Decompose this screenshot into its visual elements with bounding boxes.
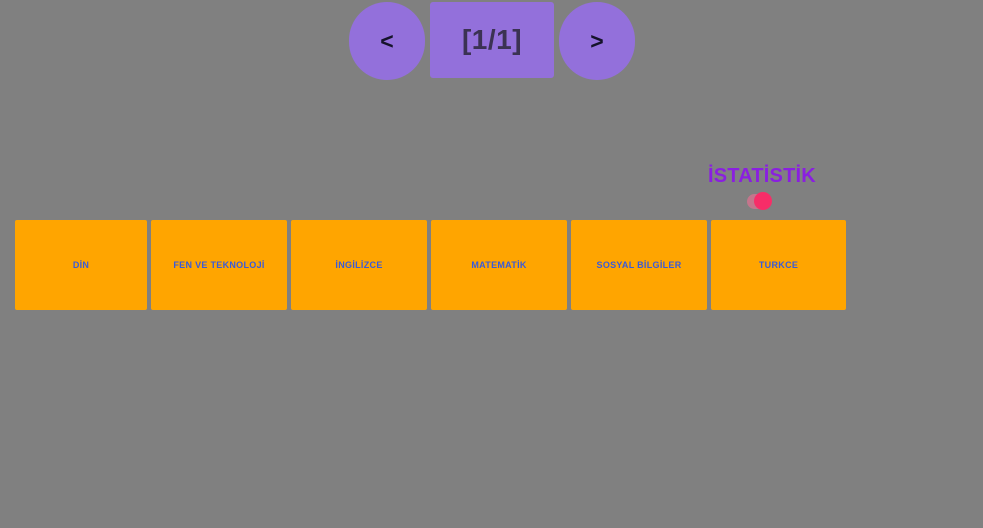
statistics-title: İSTATİSTİK (708, 165, 816, 187)
toggle-knob (753, 192, 772, 210)
subject-card-sosyal-bilgiler[interactable]: SOSYAL BİLGİLER (571, 220, 708, 310)
subject-card-turkce[interactable]: TURKCE (711, 220, 847, 310)
statistics-toggle[interactable] (746, 192, 772, 210)
page-counter: [1/1] (430, 2, 554, 78)
subject-card-din[interactable]: DİN (15, 220, 148, 310)
subject-card-matematik[interactable]: MATEMATİK (431, 220, 568, 310)
pagination-bar: < [1/1] > (349, 0, 635, 80)
statistics-section: İSTATİSTİK (708, 165, 816, 210)
subject-card-fen-ve-teknoloji[interactable]: FEN VE TEKNOLOJİ (151, 220, 288, 310)
next-page-button[interactable]: > (559, 2, 635, 80)
previous-page-button[interactable]: < (349, 2, 425, 80)
subject-card-row: DİN FEN VE TEKNOLOJİ İNGİLİZCE MATEMATİK… (15, 220, 847, 310)
subject-card-ingilizce[interactable]: İNGİLİZCE (291, 220, 428, 310)
